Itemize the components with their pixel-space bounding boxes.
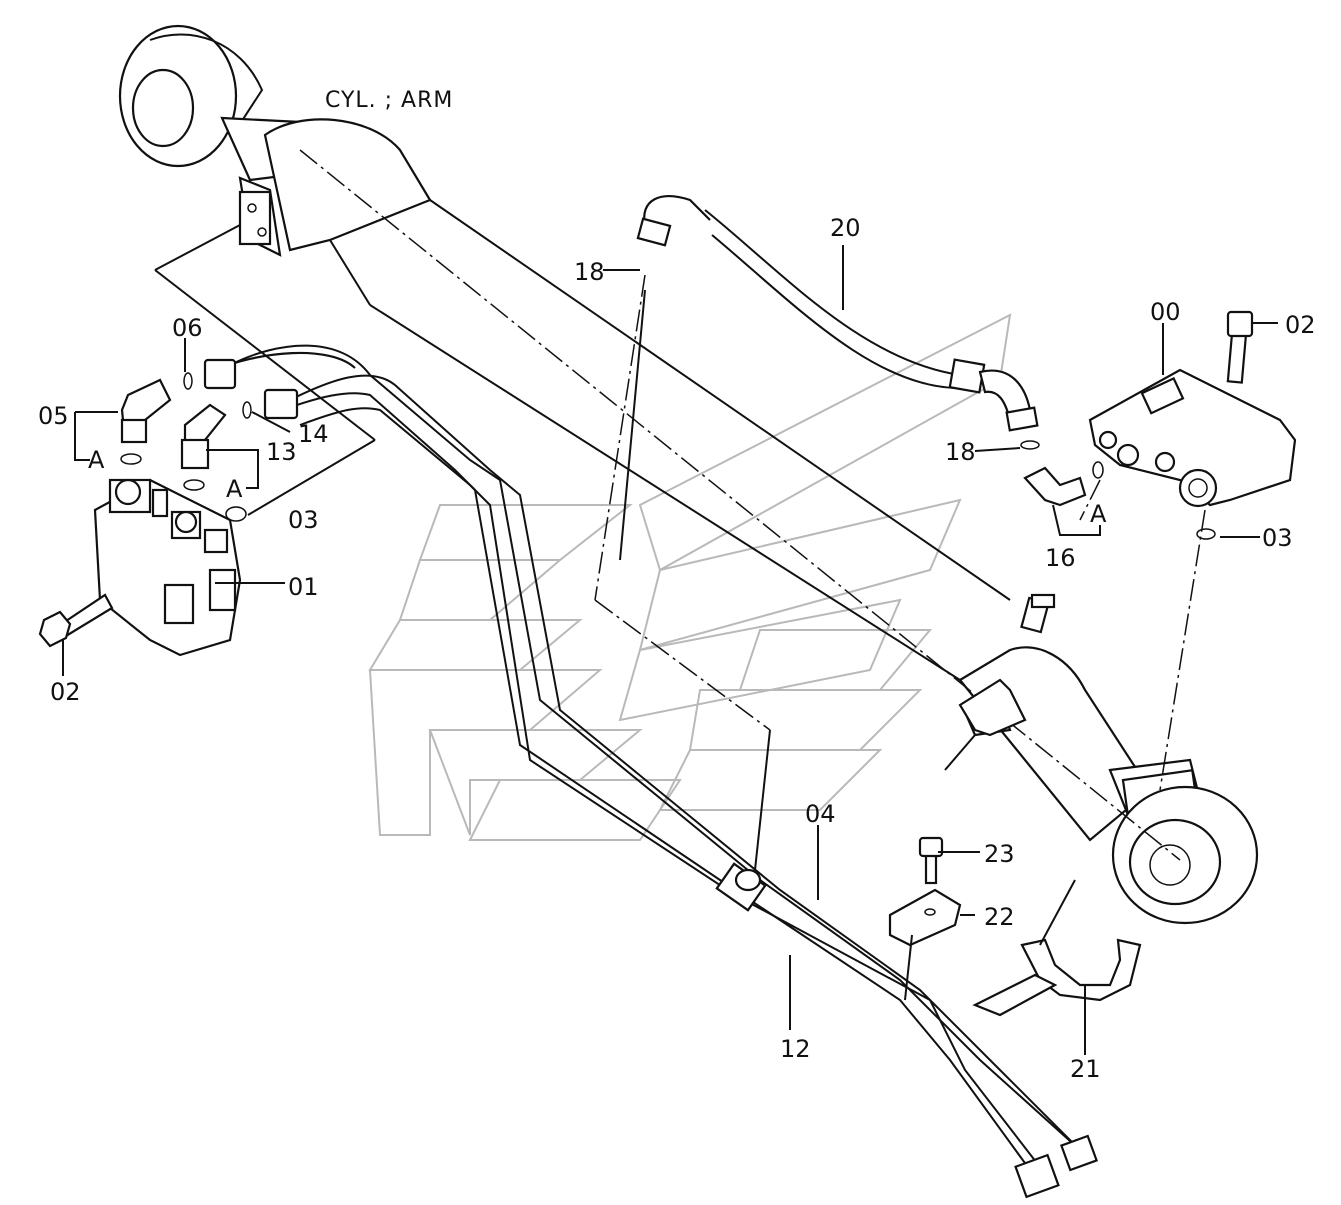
leader-lines [62, 224, 1278, 1055]
main-pipes [203, 344, 1099, 1199]
valve-01 [38, 478, 242, 657]
label-part-05: 05 [38, 402, 69, 430]
label-part-02-left: 02 [50, 678, 81, 706]
diagram-title: CYL. ; ARM [325, 88, 453, 113]
label-part-03-right: 03 [1262, 524, 1293, 552]
hose-20 [636, 195, 1039, 432]
label-part-02-right: 02 [1285, 311, 1316, 339]
label-part-16: 16 [1045, 544, 1076, 572]
label-part-14: 14 [298, 420, 329, 448]
label-part-03-left: 03 [288, 506, 319, 534]
label-part-06: 06 [172, 314, 203, 342]
valve-00 [1020, 310, 1297, 540]
label-part-22: 22 [984, 903, 1015, 931]
label-part-13: 13 [266, 438, 297, 466]
label-part-04: 04 [805, 800, 836, 828]
arm-cylinder-upper [118, 24, 1011, 681]
arm-cylinder-lower [958, 593, 1259, 925]
label-ref-a-2: A [226, 475, 243, 503]
label-part-18-right: 18 [945, 438, 976, 466]
label-part-01: 01 [288, 573, 319, 601]
fittings-left [120, 372, 252, 522]
watermark-logo [368, 313, 1012, 841]
label-ref-a-3: A [1090, 500, 1107, 528]
label-part-21: 21 [1070, 1055, 1101, 1083]
clamp-parts [888, 678, 1142, 1017]
label-part-23: 23 [984, 840, 1015, 868]
label-part-12: 12 [780, 1035, 811, 1063]
label-part-00: 00 [1150, 298, 1181, 326]
label-ref-a-1: A [88, 446, 105, 474]
axis-lines [299, 149, 1206, 861]
label-part-20: 20 [830, 214, 861, 242]
label-part-18-top: 18 [574, 258, 605, 286]
